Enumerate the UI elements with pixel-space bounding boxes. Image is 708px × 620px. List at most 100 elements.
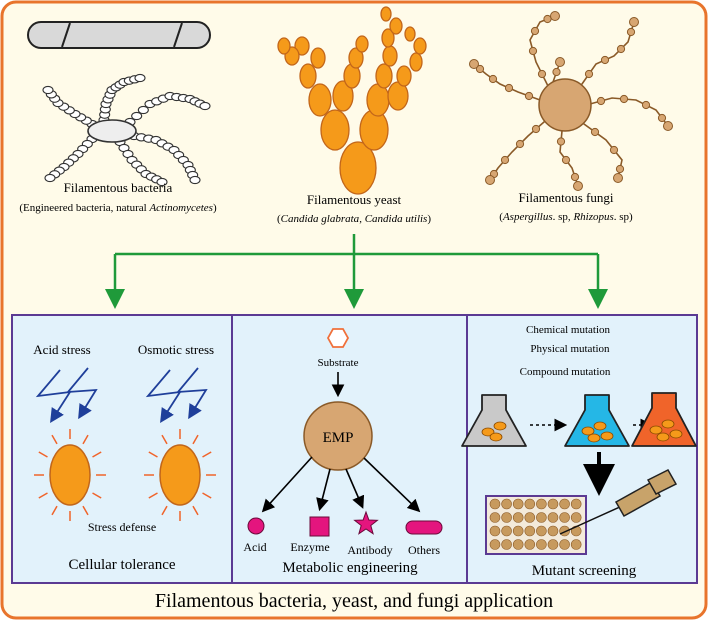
fungi-bead <box>641 100 651 110</box>
fungi-bead <box>556 137 566 146</box>
yeast-cell <box>382 45 398 67</box>
plate-well <box>536 539 547 550</box>
metabolic-engineering-title: Metabolic engineering <box>282 560 418 576</box>
lightning-bolt-icon <box>145 367 208 424</box>
fungi-bead <box>515 139 525 149</box>
plate-well <box>547 525 559 537</box>
yeast-cell <box>339 141 377 195</box>
plate-well <box>570 512 582 523</box>
fungi-bead <box>543 14 552 24</box>
plate-well <box>547 539 559 550</box>
yeast-cell <box>380 6 392 22</box>
flask-orange-icon <box>631 392 697 447</box>
fungi-bead <box>609 145 619 155</box>
fungi-bead <box>626 27 636 37</box>
fungi-center-cell <box>538 78 592 132</box>
plate-well <box>547 512 559 523</box>
lightning-bolt-icon <box>35 367 98 424</box>
fungi-spore <box>550 11 560 21</box>
plate-well <box>536 525 547 537</box>
bacteria-bead <box>42 85 54 95</box>
stressed-cell <box>49 444 91 506</box>
panel-cellular-tolerance <box>11 314 233 584</box>
fungi-bead <box>504 83 514 93</box>
bacteria-bead <box>156 177 168 187</box>
fungi-bead <box>537 69 547 79</box>
stress-ray <box>82 434 89 445</box>
fungi-bead <box>528 46 538 56</box>
antibody-label: Antibody <box>347 543 392 557</box>
yeast-illustration <box>277 6 427 195</box>
fungi-bead <box>657 113 667 123</box>
mutant-screening-title: Mutant screening <box>532 563 637 579</box>
acid-stress-label: Acid stress <box>33 342 90 357</box>
fungi-spore <box>613 173 623 183</box>
fungi-spore <box>469 59 479 69</box>
yeast-cell <box>413 37 427 55</box>
compound-mutation-label: Compound mutation <box>520 366 611 378</box>
yeast-cell <box>299 63 317 89</box>
stress-ray <box>192 434 199 445</box>
bacteria-bead <box>137 105 149 115</box>
cellular-tolerance-title: Cellular tolerance <box>68 557 175 573</box>
bacteria-bead <box>134 73 146 83</box>
stress-ray <box>148 492 158 499</box>
substrate-hexagon-icon <box>326 328 350 348</box>
bacteria-title: Filamentous bacteria <box>64 180 173 195</box>
yeast-cell <box>366 83 390 117</box>
yeast-cell <box>355 35 369 53</box>
fungi-bead <box>530 26 540 36</box>
yeast-cell <box>308 83 332 117</box>
plate-well <box>512 525 524 537</box>
plate-well <box>559 498 570 510</box>
fungi-bead <box>570 172 580 182</box>
substrate-label: Substrate <box>318 357 359 369</box>
footer-caption: Filamentous bacteria, yeast, and fungi a… <box>155 590 553 612</box>
plate-well <box>501 512 512 523</box>
plate-well <box>524 525 536 537</box>
yeast-cell <box>320 109 350 151</box>
plate-well <box>559 539 570 550</box>
stress-ray <box>82 505 89 516</box>
plate-well <box>501 498 512 510</box>
plate-well <box>489 498 501 510</box>
fungi-bead <box>590 127 600 137</box>
acid-circle-icon <box>247 517 265 535</box>
fungi-spore <box>555 57 565 67</box>
stress-ray <box>92 451 102 458</box>
stress-ray <box>192 505 199 516</box>
plate-well <box>570 539 582 550</box>
fungi-subtitle: (Aspergillus. sp, Rhizopus. sp) <box>499 211 633 223</box>
stressed-cells <box>34 429 216 521</box>
fungi-bead <box>600 55 610 65</box>
fungi-title: Filamentous fungi <box>519 190 614 205</box>
yeast-cell <box>359 109 389 151</box>
stress-defense-label: Stress defense <box>88 520 156 534</box>
plate-well <box>501 539 512 550</box>
emp-label: EMP <box>323 430 354 446</box>
yeast-cell <box>348 47 364 69</box>
bacteria-subtitle: (Engineered bacteria, natural Actinomyce… <box>19 202 217 214</box>
stress-ray <box>51 434 58 445</box>
fungi-bead <box>616 44 626 54</box>
antibody-star-icon <box>353 510 379 535</box>
fungi-bead <box>475 64 485 74</box>
yeast-cell <box>396 65 412 87</box>
yeast-cell <box>409 52 423 72</box>
bacteria-center-cell <box>87 119 137 143</box>
yeast-cell <box>332 80 354 112</box>
others-label: Others <box>408 543 440 557</box>
stress-ray <box>38 451 48 458</box>
plate-wells <box>489 498 582 550</box>
fungi-spore <box>629 17 639 27</box>
fungi-bead <box>500 155 510 165</box>
yeast-title: Filamentous yeast <box>307 192 402 207</box>
plate-well <box>524 539 536 550</box>
flask-gray-icon <box>461 394 527 447</box>
plate-well <box>512 539 524 550</box>
plate-well <box>547 498 559 510</box>
fungi-bead <box>488 74 498 84</box>
yeast-cell <box>294 36 310 56</box>
stress-ray <box>148 451 158 458</box>
